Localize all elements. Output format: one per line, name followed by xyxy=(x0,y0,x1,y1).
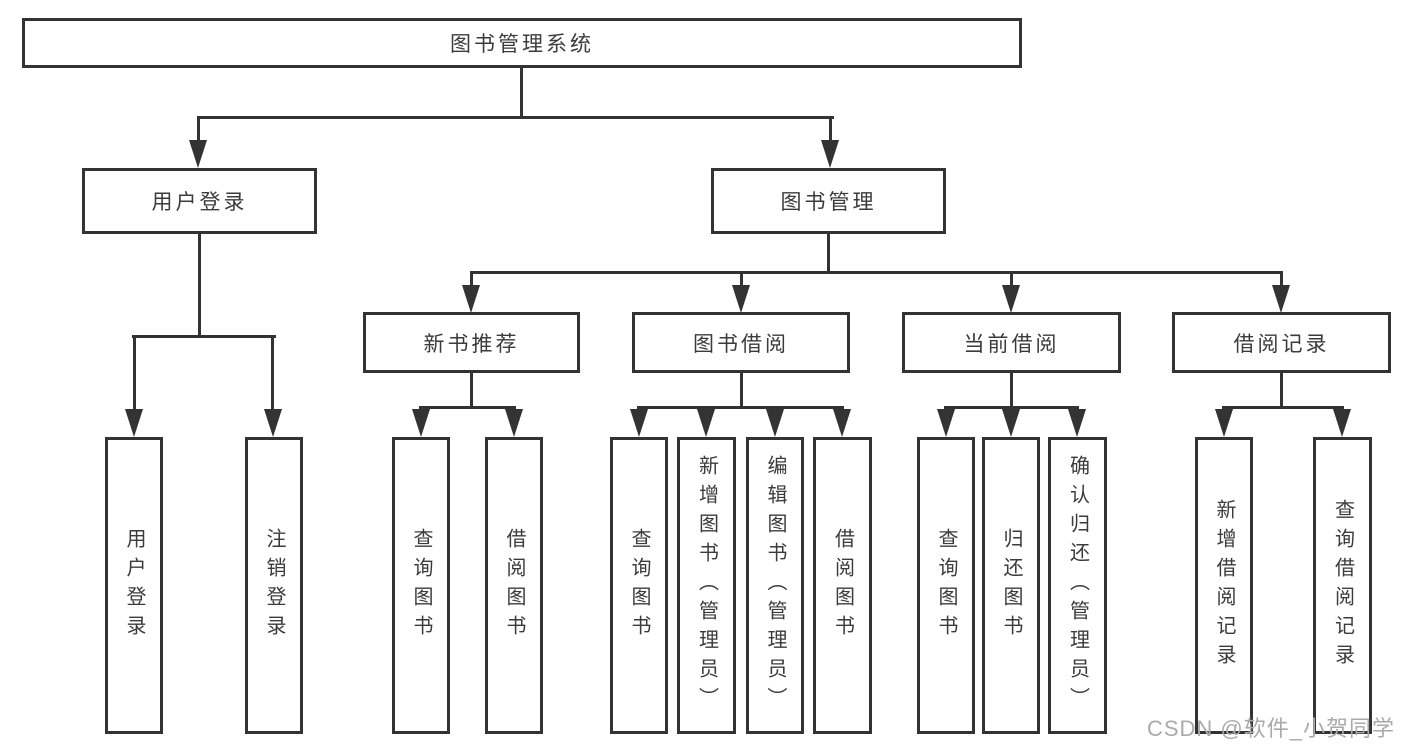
leaf-user-login: 用户登录 xyxy=(105,437,163,734)
node-new-book-recommend-label: 新书推荐 xyxy=(423,332,520,356)
arrow-down-icon xyxy=(1002,409,1020,437)
node-user-login-label: 用户登录 xyxy=(151,191,248,214)
arrow-down-icon xyxy=(189,140,207,168)
node-library-management-system: 图书管理系统 xyxy=(22,18,1022,68)
connector-line xyxy=(1222,406,1344,409)
connector-line xyxy=(637,406,843,409)
arrow-down-icon xyxy=(505,409,523,437)
leaf-bb-borrow-book: 借阅图书 xyxy=(813,437,872,734)
leaf-cb-return-book: 归还图书 xyxy=(982,437,1040,734)
node-current-borrow: 当前借阅 xyxy=(902,312,1121,373)
leaf-bb-query-book-label: 查询图书 xyxy=(628,527,650,644)
arrow-down-icon xyxy=(1068,409,1086,437)
node-book-borrow-label: 图书借阅 xyxy=(693,332,789,356)
arrow-down-icon xyxy=(630,409,648,437)
connector-line xyxy=(827,234,830,274)
node-book-management-label: 图书管理 xyxy=(780,191,877,214)
connector-line xyxy=(740,274,743,288)
arrow-down-icon xyxy=(1272,285,1290,313)
node-new-book-recommend: 新书推荐 xyxy=(363,312,580,373)
connector-line xyxy=(271,338,274,412)
arrow-down-icon xyxy=(462,285,480,313)
connector-line xyxy=(1280,274,1283,288)
connector-line xyxy=(1010,373,1013,409)
arrow-down-icon xyxy=(732,285,750,313)
node-borrow-record-label: 借阅记录 xyxy=(1233,332,1330,356)
node-current-borrow-label: 当前借阅 xyxy=(963,332,1060,356)
arrow-down-icon xyxy=(125,409,143,437)
arrow-down-icon xyxy=(821,140,839,168)
leaf-cb-return-book-label: 归还图书 xyxy=(1000,527,1022,644)
connector-line xyxy=(198,234,201,338)
leaf-br-query-record-label: 查询借阅记录 xyxy=(1331,498,1354,673)
leaf-cb-confirm-return: 确认归还（管理员） xyxy=(1048,437,1107,734)
arrow-down-icon xyxy=(1333,409,1351,437)
leaf-nbr-borrow-book-label: 借阅图书 xyxy=(503,527,525,644)
node-book-borrow: 图书借阅 xyxy=(632,312,850,373)
leaf-bb-add-book: 新增图书（管理员） xyxy=(677,437,736,734)
leaf-cb-confirm-return-label: 确认归还（管理员） xyxy=(1066,455,1089,716)
leaf-cb-query-book-label: 查询图书 xyxy=(935,527,957,644)
arrow-down-icon xyxy=(1002,285,1020,313)
leaf-logout-label: 注销登录 xyxy=(263,527,285,644)
leaf-nbr-query-book-label: 查询图书 xyxy=(410,527,432,644)
leaf-br-add-record-label: 新增借阅记录 xyxy=(1213,498,1235,673)
connector-line xyxy=(133,338,136,412)
node-library-management-system-label: 图书管理系统 xyxy=(450,33,594,56)
arrow-down-icon xyxy=(1215,409,1233,437)
node-borrow-record: 借阅记录 xyxy=(1172,312,1391,373)
connector-line xyxy=(132,335,276,338)
connector-line xyxy=(1010,274,1013,288)
leaf-br-query-record: 查询借阅记录 xyxy=(1313,437,1372,734)
connector-line xyxy=(829,119,832,144)
leaf-bb-query-book: 查询图书 xyxy=(610,437,668,734)
connector-line xyxy=(197,119,200,144)
leaf-bb-edit-book-label: 编辑图书（管理员） xyxy=(764,455,786,716)
node-user-login: 用户登录 xyxy=(82,168,317,234)
leaf-br-add-record: 新增借阅记录 xyxy=(1195,437,1253,734)
connector-line xyxy=(470,274,473,288)
leaf-nbr-borrow-book: 借阅图书 xyxy=(485,437,543,734)
watermark: CSDN @软件_小贺同学 xyxy=(1146,716,1395,741)
leaf-cb-query-book: 查询图书 xyxy=(917,437,975,734)
connector-line xyxy=(470,373,473,409)
connector-line xyxy=(740,373,743,409)
leaf-bb-borrow-book-label: 借阅图书 xyxy=(831,527,854,644)
arrow-down-icon xyxy=(264,409,282,437)
arrow-down-icon xyxy=(412,409,430,437)
connector-line xyxy=(470,271,1283,274)
arrow-down-icon xyxy=(937,409,955,437)
leaf-nbr-query-book: 查询图书 xyxy=(392,437,450,734)
arrow-down-icon xyxy=(697,409,715,437)
connector-line xyxy=(197,116,834,119)
leaf-bb-add-book-label: 新增图书（管理员） xyxy=(695,455,718,716)
connector-line xyxy=(419,406,516,409)
node-book-management: 图书管理 xyxy=(711,168,946,234)
connector-line xyxy=(520,65,523,119)
arrow-down-icon xyxy=(833,409,851,437)
connector-line xyxy=(1280,373,1283,409)
arrow-down-icon xyxy=(766,409,784,437)
leaf-bb-edit-book: 编辑图书（管理员） xyxy=(746,437,804,734)
leaf-user-login-label: 用户登录 xyxy=(123,527,145,644)
leaf-logout: 注销登录 xyxy=(245,437,303,734)
